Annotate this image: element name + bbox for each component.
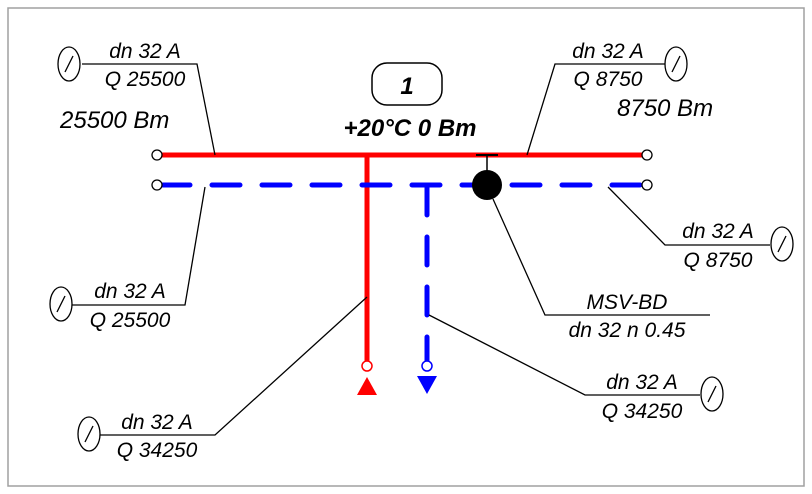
valve-name: MSV-BD [587, 291, 668, 314]
section-marker-icon[interactable] [49, 286, 73, 322]
load-left: 25500 Bm [59, 107, 169, 134]
pipe-end-supply-right[interactable] [641, 149, 653, 161]
supply-arrow-icon [357, 377, 377, 395]
pipe-label: dn 32 A [572, 40, 644, 63]
pipe-label: dn 32 A [682, 220, 754, 243]
return-arrow-icon [417, 376, 437, 394]
balancing-valve-icon[interactable] [472, 154, 502, 200]
pipe-label: dn 32 A [121, 411, 193, 434]
node-number: 1 [400, 73, 413, 100]
section-marker-icon[interactable] [700, 376, 724, 412]
pipe-label: dn 32 A [109, 40, 181, 63]
section-marker-icon[interactable] [77, 416, 101, 452]
frame [7, 7, 805, 487]
flow-label: Q 8750 [574, 68, 643, 91]
flow-label: Q 34250 [117, 439, 198, 462]
node-badge[interactable] [371, 62, 443, 106]
supply-riser-end [361, 360, 373, 372]
return-riser-end [421, 360, 433, 372]
flow-label: Q 34250 [602, 400, 683, 423]
section-marker-icon[interactable] [770, 226, 794, 262]
flow-label: Q 8750 [684, 249, 753, 272]
pipe-end-return-left[interactable] [151, 179, 163, 191]
leader-lines [72, 63, 770, 436]
flow-label: Q 25500 [90, 309, 171, 332]
load-right: 8750 Bm [617, 95, 713, 122]
pipe-end-return-right[interactable] [641, 179, 653, 191]
section-marker-icon[interactable] [57, 46, 81, 82]
node-info: +20°C 0 Bm [344, 115, 477, 142]
flow-label: Q 25500 [105, 68, 186, 91]
pipe-label: dn 32 A [606, 371, 678, 394]
section-marker-icon[interactable] [664, 46, 688, 82]
pipe-label: dn 32 A [94, 280, 166, 303]
valve-spec: dn 32 n 0.45 [569, 319, 686, 342]
pipe-end-supply-left[interactable] [151, 149, 163, 161]
